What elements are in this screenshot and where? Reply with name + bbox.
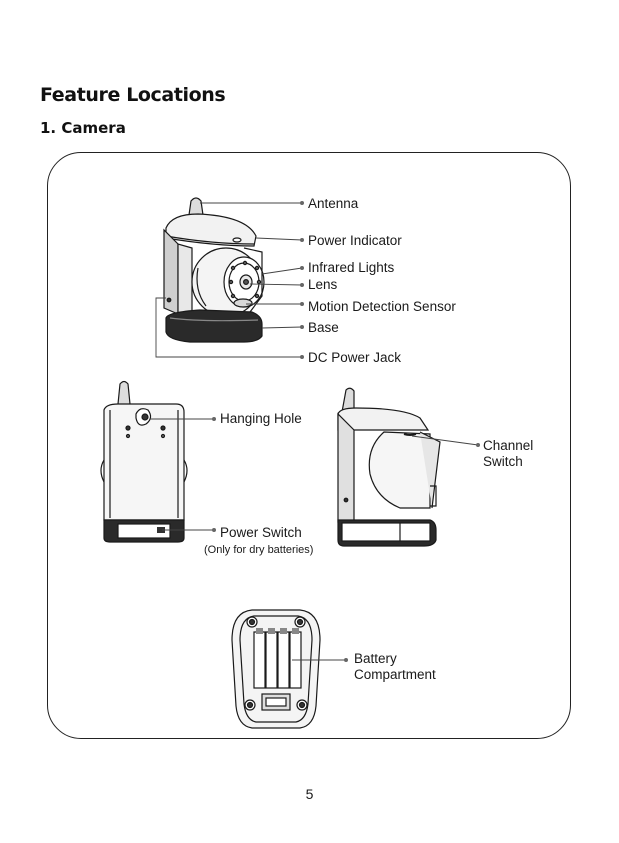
label-motion-sensor: Motion Detection Sensor [308, 299, 456, 314]
label-battery-line2: Compartment [354, 667, 436, 682]
camera-back-illustration [100, 380, 188, 543]
label-hanging-hole: Hanging Hole [220, 411, 302, 426]
label-infrared-lights: Infrared Lights [308, 260, 395, 275]
battery-leader-dots [344, 658, 348, 662]
diagram-panel [47, 152, 571, 739]
label-power-switch-note: (Only for dry batteries) [204, 544, 314, 556]
side-leader-lines [411, 435, 479, 446]
label-channel-line1: Channel [483, 438, 534, 453]
back-leader-dots [212, 417, 216, 532]
camera-front-illustration [163, 197, 265, 343]
label-channel-line2: Switch [483, 454, 523, 469]
label-power-indicator: Power Indicator [308, 233, 402, 248]
label-dc-power-jack: DC Power Jack [308, 350, 402, 365]
front-leader-lines [155, 202, 303, 358]
front-leader-dots [300, 201, 304, 359]
label-lens: Lens [308, 277, 338, 292]
side-leader-dots [476, 443, 480, 447]
section-subtitle: 1. Camera [40, 119, 126, 137]
label-base: Base [308, 320, 339, 335]
page-title: Feature Locations [40, 84, 226, 106]
label-power-switch: Power Switch [220, 525, 302, 540]
label-battery-line1: Battery [354, 651, 397, 666]
page-number: 5 [305, 786, 314, 802]
label-antenna: Antenna [308, 196, 359, 211]
battery-compartment-illustration [231, 609, 321, 729]
back-leader-lines [150, 418, 214, 531]
camera-side-illustration [337, 387, 441, 547]
